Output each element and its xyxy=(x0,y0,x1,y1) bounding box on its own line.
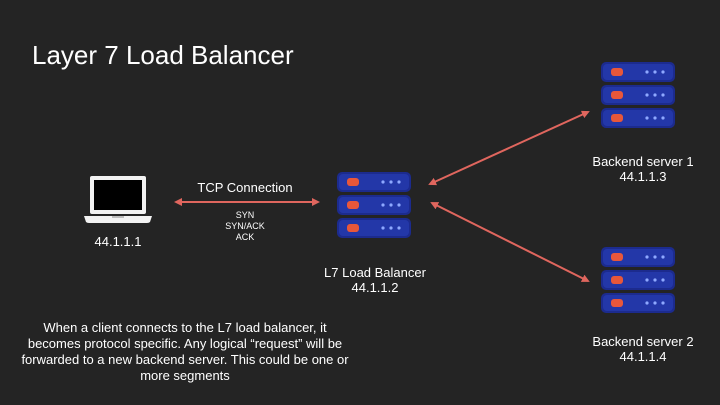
load-balancer-caption: L7 Load Balancer 44.1.1.2 xyxy=(300,265,450,295)
connection-label: TCP Connection xyxy=(197,180,293,195)
handshake-ack: ACK xyxy=(235,232,255,242)
backend2-caption: Backend server 2 44.1.1.4 xyxy=(573,334,713,364)
handshake-syn: SYN xyxy=(235,210,255,220)
laptop-icon xyxy=(84,176,152,223)
backend1-name: Backend server 1 xyxy=(592,154,694,169)
client-ip: 44.1.1.1 xyxy=(94,234,142,249)
load-balancer-server-icon xyxy=(337,172,411,238)
backend2-ip: 44.1.1.4 xyxy=(619,349,667,364)
handshake-list: SYN SYN/ACK ACK xyxy=(210,210,280,243)
handshake-syn-ack: SYN/ACK xyxy=(225,221,265,231)
backend2-name: Backend server 2 xyxy=(592,334,694,349)
backend1-caption: Backend server 1 44.1.1.3 xyxy=(573,154,713,184)
backend1-ip: 44.1.1.3 xyxy=(619,169,667,184)
lb-backend2-arrow xyxy=(430,202,590,282)
backend-server-1-icon xyxy=(601,62,675,128)
load-balancer-name: L7 Load Balancer xyxy=(324,265,426,280)
backend-server-2-icon xyxy=(601,247,675,313)
page-title: Layer 7 Load Balancer xyxy=(32,40,294,70)
load-balancer-ip: 44.1.1.2 xyxy=(351,280,399,295)
description-text: When a client connects to the L7 load ba… xyxy=(21,320,349,383)
lb-backend1-arrow xyxy=(428,110,590,186)
